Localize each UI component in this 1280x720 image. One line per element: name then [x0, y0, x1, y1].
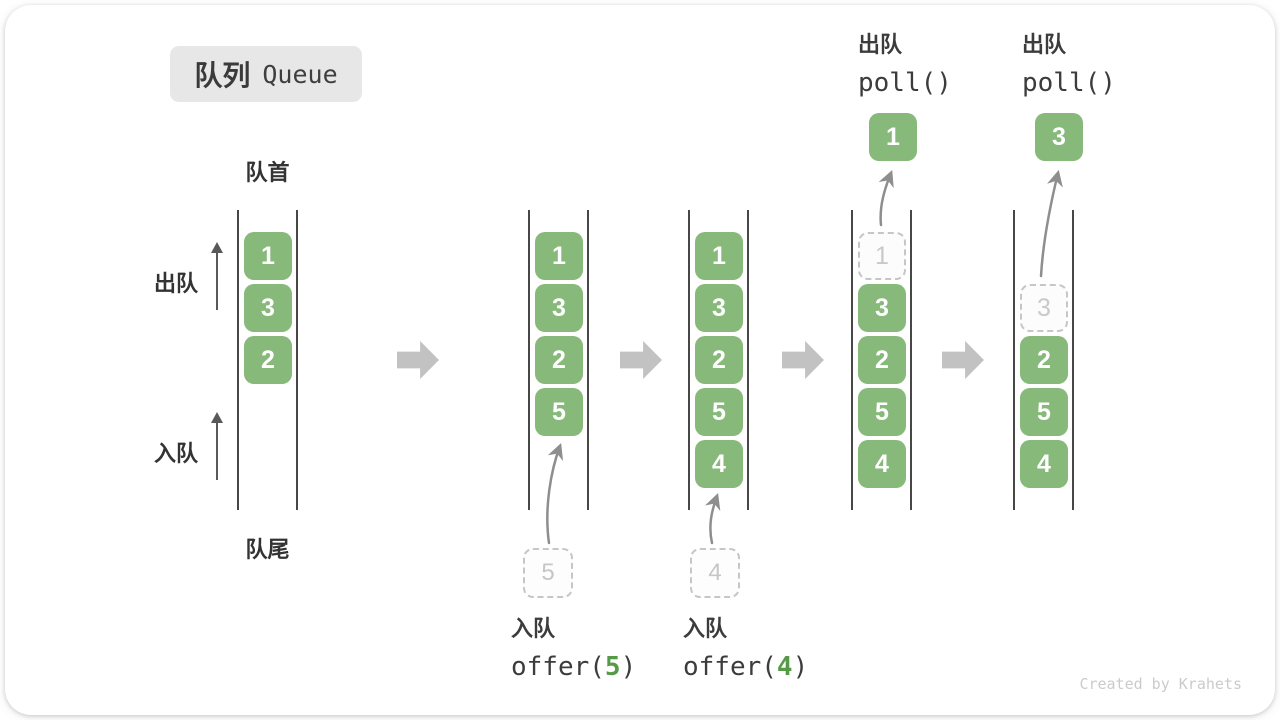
op-code: poll() [1022, 68, 1116, 98]
queue-item: 4 [695, 440, 743, 488]
enqueue-arrow-up-icon [211, 412, 223, 480]
title-badge: 队列 Queue [170, 46, 362, 102]
enqueue-op-label: 入队 [683, 616, 728, 641]
removed-item-ghost: 3 [1020, 284, 1068, 332]
dequeue-arrow-up-icon [211, 242, 223, 310]
queue-item: 3 [695, 284, 743, 332]
queue-item: 2 [858, 336, 906, 384]
op-arg: 4 [776, 652, 793, 682]
queue-item: 1 [535, 232, 583, 280]
queue-item: 2 [1020, 336, 1068, 384]
queue-item: 3 [244, 284, 292, 332]
dequeued-item: 3 [1035, 113, 1083, 161]
queue-state-5: 3 2 5 4 [1013, 210, 1074, 510]
removed-item-ghost: 1 [858, 232, 906, 280]
op-arg: 5 [604, 652, 621, 682]
dequeue-label: 出队 [153, 271, 198, 296]
op-code: offer( [683, 652, 777, 682]
queue-item: 2 [695, 336, 743, 384]
queue-item: 2 [535, 336, 583, 384]
queue-state-3: 1 3 2 5 4 [688, 210, 749, 510]
op-code: offer( [511, 652, 605, 682]
dequeue-op-label: 出队 [858, 32, 903, 57]
op-code: ) [792, 652, 809, 682]
enqueue-op-label: 入队 [511, 616, 556, 641]
queue-item: 5 [1020, 388, 1068, 436]
enqueue-op-2: 入队 offer(4) [683, 611, 808, 682]
queue-item: 5 [695, 388, 743, 436]
op-code: poll() [858, 68, 952, 98]
queue-item: 5 [858, 388, 906, 436]
enqueue-label: 入队 [153, 441, 198, 466]
incoming-item-ghost: 5 [523, 548, 573, 598]
title-en: Queue [262, 59, 338, 89]
watermark: Created by Krahets [1079, 675, 1242, 693]
dequeue-op-2: 出队 poll() [1022, 27, 1116, 98]
incoming-item-ghost: 4 [690, 548, 740, 598]
queue-item: 4 [1020, 440, 1068, 488]
enqueue-op-1: 入队 offer(5) [511, 611, 636, 682]
queue-item: 3 [535, 284, 583, 332]
queue-front-label: 队首 [245, 160, 290, 185]
queue-rear-label: 队尾 [245, 537, 290, 562]
queue-item: 3 [858, 284, 906, 332]
dequeued-item: 1 [869, 113, 917, 161]
queue-state-1: 1 3 2 [237, 210, 298, 510]
dequeue-op-label: 出队 [1022, 32, 1067, 57]
queue-item: 4 [858, 440, 906, 488]
queue-state-4: 1 3 2 5 4 [851, 210, 912, 510]
queue-item: 5 [535, 388, 583, 436]
queue-state-2: 1 3 2 5 [528, 210, 589, 510]
op-code: ) [620, 652, 637, 682]
queue-item: 1 [244, 232, 292, 280]
dequeue-op-1: 出队 poll() [858, 27, 952, 98]
queue-item: 1 [695, 232, 743, 280]
queue-item: 2 [244, 336, 292, 384]
title-zh: 队列 [194, 60, 251, 91]
